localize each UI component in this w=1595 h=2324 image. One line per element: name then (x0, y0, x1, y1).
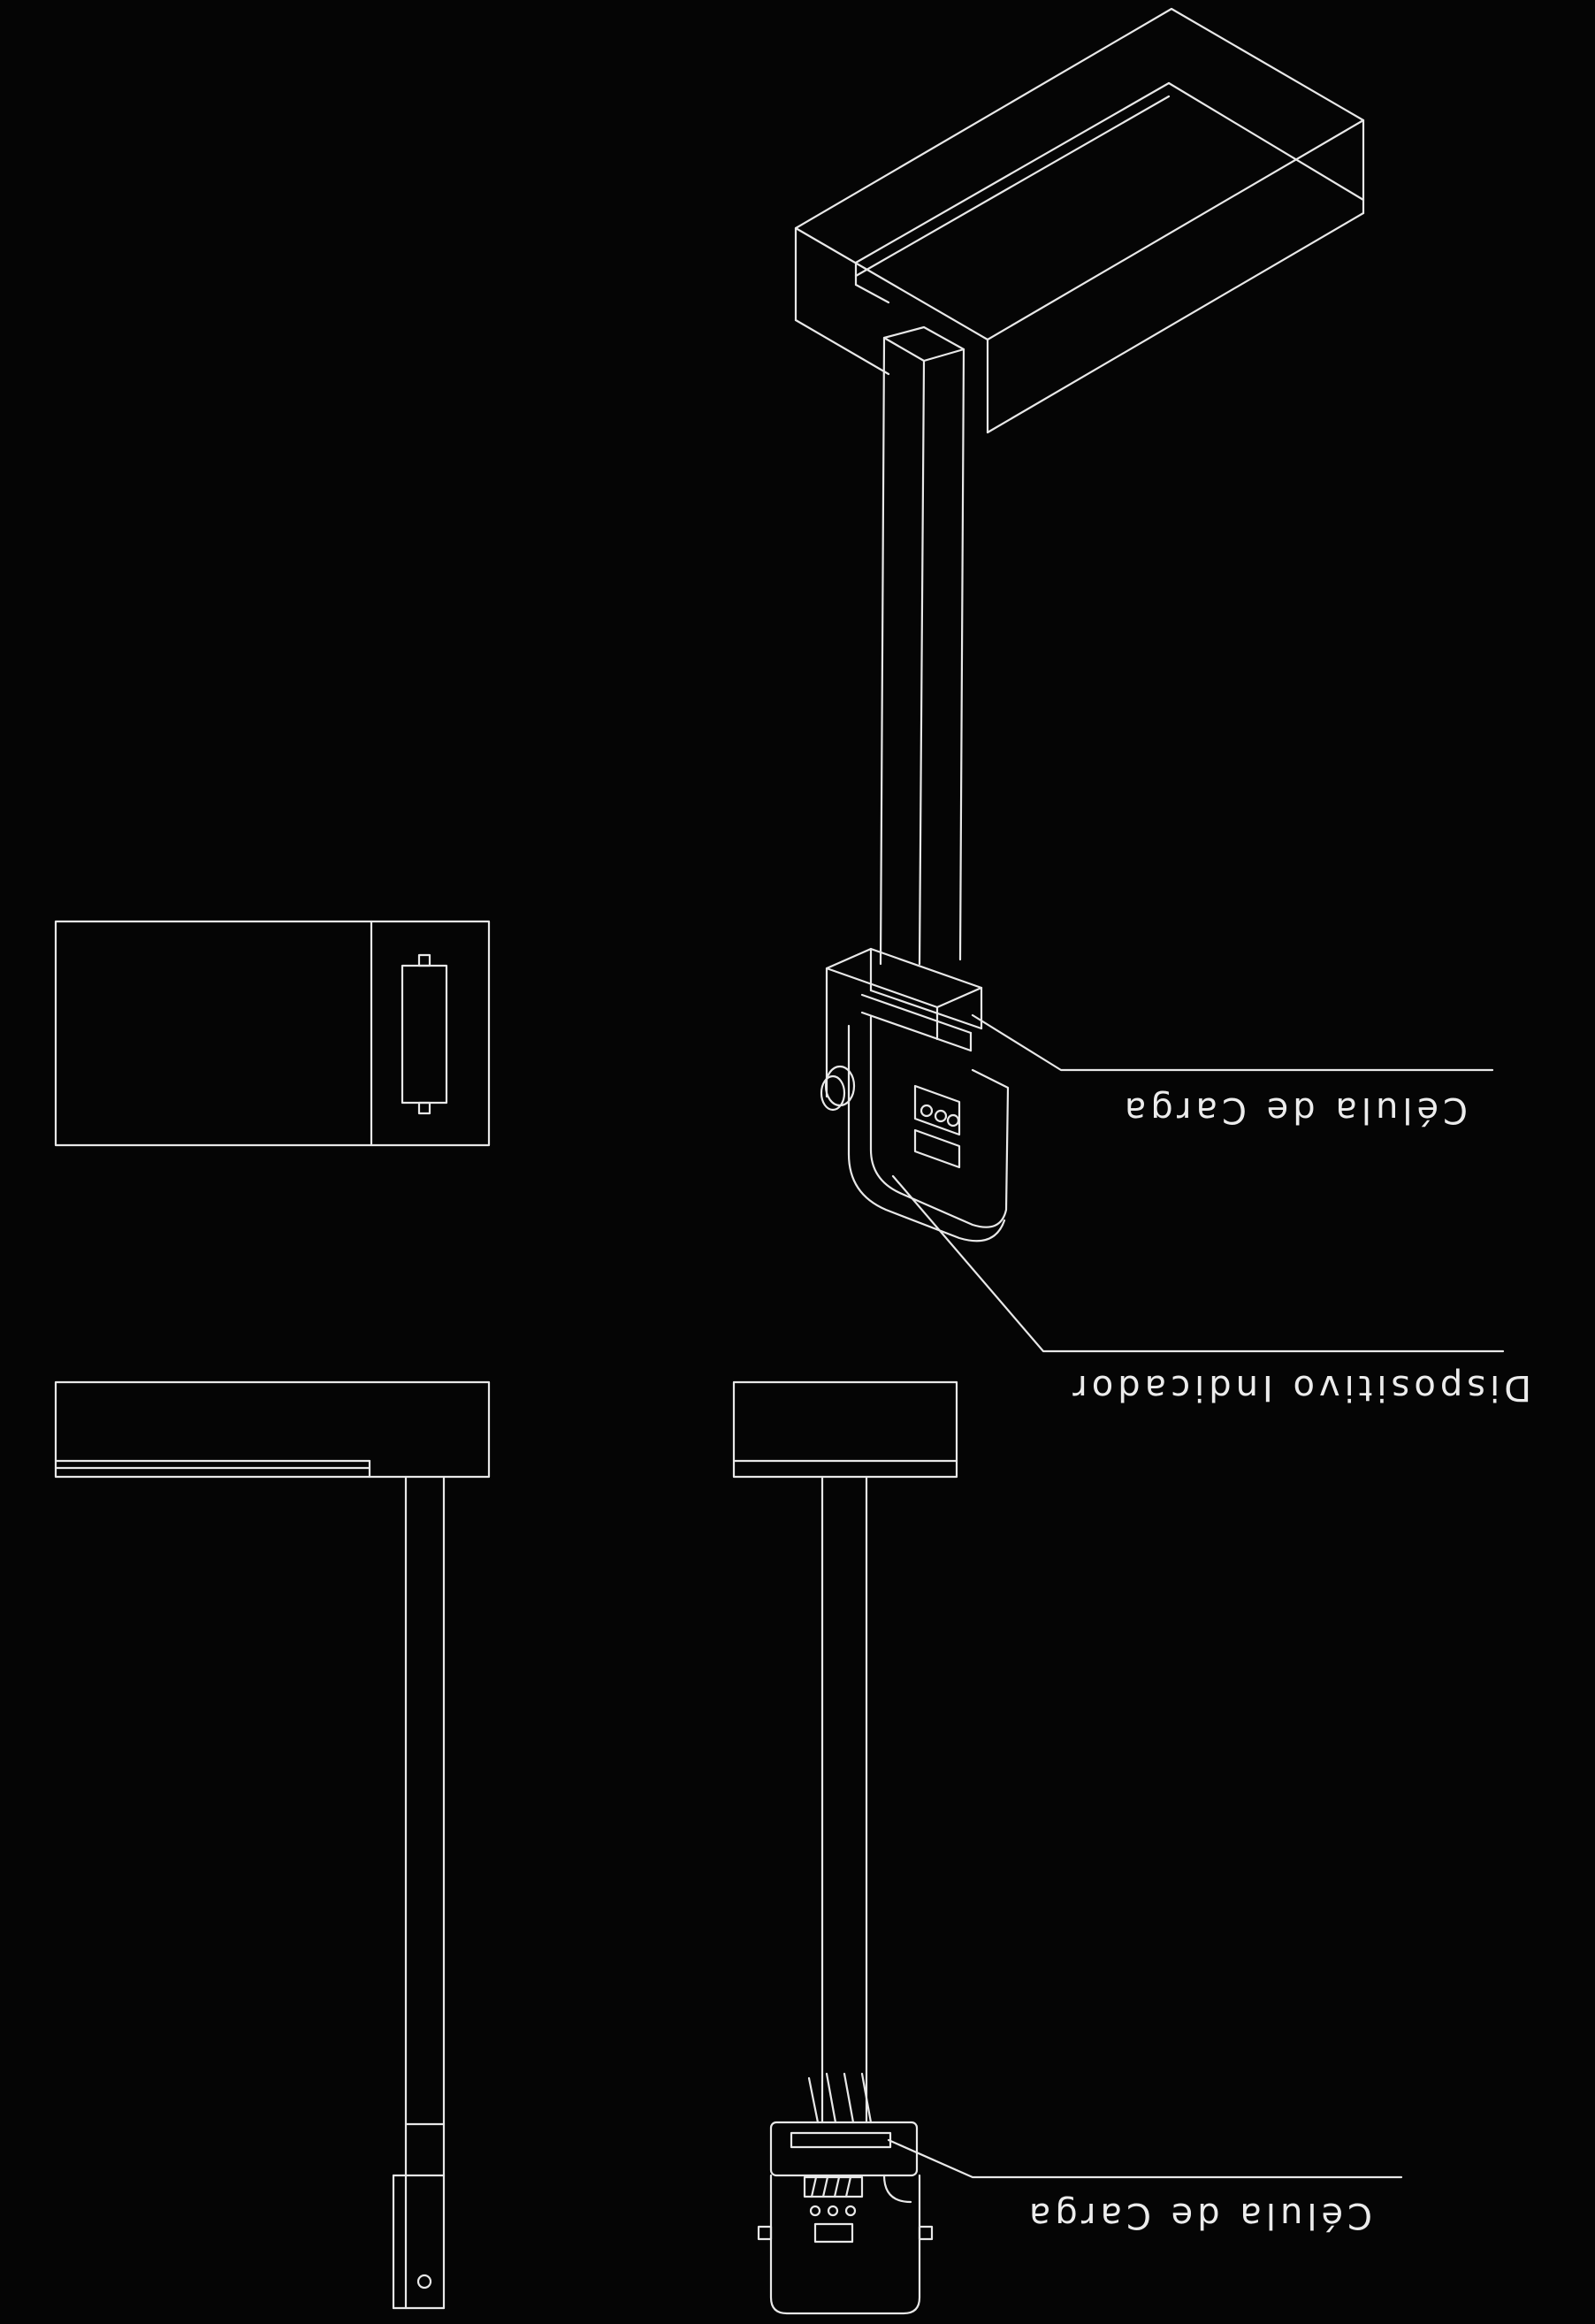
side-view (54, 1380, 491, 2310)
iso-platform (794, 7, 1365, 434)
leader-indicator (891, 1174, 1505, 1353)
iso-column (879, 325, 965, 966)
label-indicator: Dispositivo Indicador (1068, 1367, 1531, 1408)
front-view (732, 1380, 1403, 2315)
iso-bracket (820, 947, 983, 1112)
leader-load-cell-lower (887, 2138, 1403, 2179)
label-load-cell-upper: Célula de Carga (1120, 1089, 1468, 1130)
top-view (54, 920, 491, 1147)
iso-indicator (847, 1015, 1010, 1242)
isometric-view (794, 7, 1505, 1353)
label-load-cell-lower: Célula de Carga (1025, 2195, 1372, 2236)
leader-load-cell-upper (971, 1013, 1494, 1072)
